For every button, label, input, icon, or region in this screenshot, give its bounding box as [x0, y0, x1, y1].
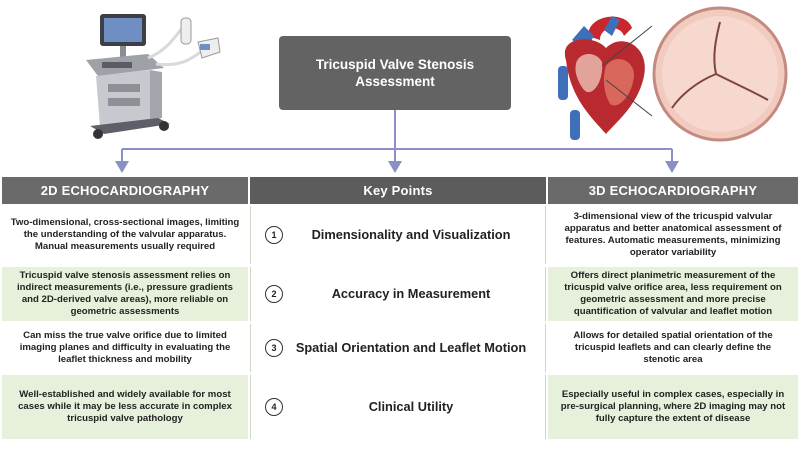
top-illustration: Tricuspid Valve Stenosis Assessment: [0, 0, 800, 178]
key-point-label: Spatial Orientation and Leaflet Motion: [295, 340, 527, 355]
row-number-badge: 2: [265, 285, 283, 303]
key-point-cell: 1 Dimensionality and Visualization: [250, 206, 546, 264]
valve-closeup-icon: [652, 6, 788, 142]
heart-anatomy-icon: [558, 16, 653, 140]
ultrasound-machine-icon: [86, 14, 221, 139]
row-number-badge: 1: [265, 226, 283, 244]
key-point-cell: 2 Accuracy in Measurement: [250, 267, 546, 321]
table-row: Well-established and widely available fo…: [2, 375, 798, 439]
key-point-label: Dimensionality and Visualization: [311, 227, 511, 242]
table-row: Tricuspid valve stenosis assessment reli…: [2, 267, 798, 321]
row-3d-text: Especially useful in complex cases, espe…: [548, 375, 798, 439]
key-point-cell: 4 Clinical Utility: [250, 375, 546, 439]
comparison-table: Two-dimensional, cross-sectional images,…: [2, 206, 798, 442]
title-box: Tricuspid Valve Stenosis Assessment: [279, 36, 511, 110]
row-3d-text: Offers direct planimetric measurement of…: [548, 267, 798, 321]
table-row: Two-dimensional, cross-sectional images,…: [2, 206, 798, 264]
key-point-label: Clinical Utility: [368, 399, 454, 414]
column-headers: 2D ECHOCARDIOGRAPHY Key Points 3D ECHOCA…: [2, 177, 798, 204]
row-number-badge: 4: [265, 398, 283, 416]
row-2d-text: Tricuspid valve stenosis assessment reli…: [2, 267, 248, 321]
row-3d-text: 3-dimensional view of the tricuspid valv…: [564, 211, 782, 258]
header-2d-echocardiography: 2D ECHOCARDIOGRAPHY: [2, 177, 248, 204]
row-2d-text: Two-dimensional, cross-sectional images,…: [10, 217, 240, 252]
row-2d-text: Can miss the true valve orifice due to l…: [19, 330, 231, 365]
row-number-badge: 3: [265, 339, 283, 357]
header-3d-echocardiography: 3D ECHOCARDIOGRAPHY: [548, 177, 798, 204]
table-row: Can miss the true valve orifice due to l…: [2, 324, 798, 372]
header-key-points: Key Points: [250, 177, 546, 204]
row-2d-text: Well-established and widely available fo…: [2, 375, 248, 439]
key-point-cell: 3 Spatial Orientation and Leaflet Motion: [250, 324, 546, 372]
key-point-label: Accuracy in Measurement: [331, 286, 491, 301]
connector-arrows: [115, 110, 679, 173]
row-3d-text: Allows for detailed spatial orientation …: [573, 330, 773, 365]
